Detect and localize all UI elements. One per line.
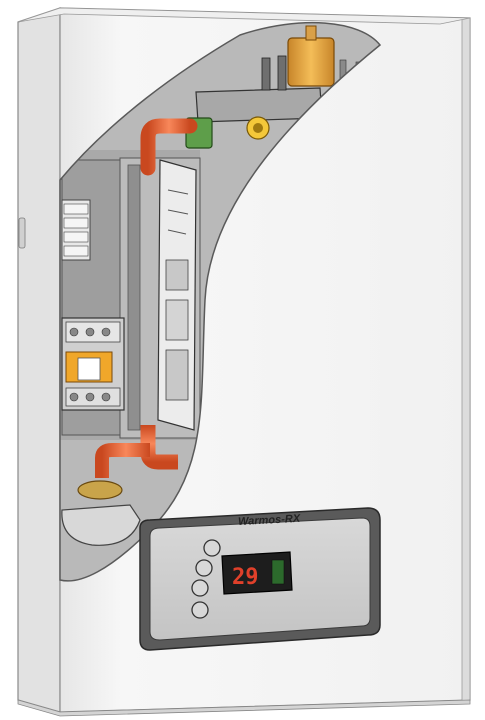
contactor [61, 317, 125, 411]
display-reading: 29 [232, 565, 259, 590]
control-panel: Warmos-RX 29 [139, 507, 381, 651]
heating-manifold [185, 25, 363, 149]
terminal-block [61, 199, 91, 261]
panel-button-bottom[interactable] [191, 601, 209, 619]
display-indicator-block [271, 559, 285, 585]
air-vent-valve [287, 25, 335, 87]
circulation-pump [61, 480, 141, 546]
brand-label: Warmos-RX [238, 513, 301, 528]
control-circuit-board [157, 159, 197, 431]
panel-button-upper-middle[interactable] [195, 559, 213, 577]
boiler-base [17, 699, 471, 717]
panel-button-lower-middle[interactable] [191, 579, 209, 597]
digital-display: 29 [221, 551, 293, 595]
panel-button-top[interactable] [203, 539, 221, 557]
upper-supply-pipe [140, 118, 198, 176]
